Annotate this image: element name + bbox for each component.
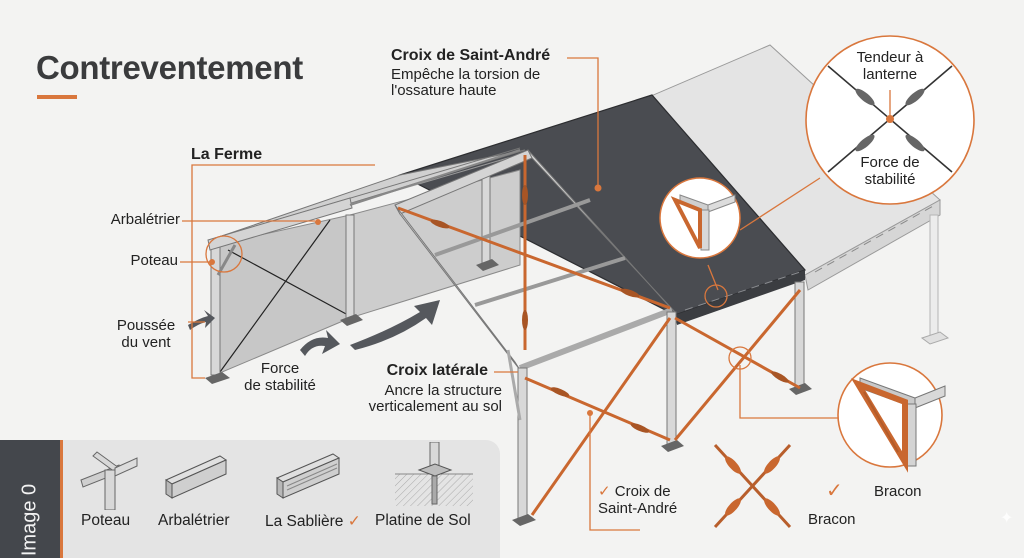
callout-text-line: Force — [260, 360, 300, 377]
callout-heading: Croix latérale — [386, 362, 488, 379]
callout-text-line: de stabilité — [244, 376, 316, 394]
callout-text-line: verticalement au sol — [368, 398, 502, 416]
bracon-detail-circle-large — [837, 362, 946, 473]
legend-panel: Poteau Arbalétrier La Sablière ✓ — [63, 440, 500, 558]
turnbuckles — [430, 185, 789, 433]
legend-item-poteau: Poteau — [79, 440, 139, 558]
title-underline — [37, 95, 77, 99]
callout-bracon-circle: Bracon — [874, 483, 922, 500]
legend-tab[interactable]: Image 0 — [0, 440, 63, 558]
callout-force-de-stabilite: Force de stabilité — [232, 360, 328, 394]
callout-tendeur-a-lanterne: Tendeur à lanterne — [840, 49, 940, 83]
callout-text-line: l'ossature haute — [391, 82, 497, 100]
callout-croix-saint-andre-top: Croix de Saint-André Empêche la torsion … — [391, 47, 550, 100]
wind-arrows — [188, 300, 440, 356]
callout-heading: Croix de Saint-André — [391, 47, 551, 64]
check-icon: ✓ — [598, 483, 611, 500]
callout-text-line: Croix de — [614, 483, 671, 500]
page-title: Contreventement — [36, 49, 303, 86]
rafter-front — [207, 197, 353, 251]
callout-croix-laterale: Croix latérale Ancre la structure vertic… — [340, 362, 502, 416]
callout-text-line: Saint-André — [598, 499, 678, 517]
callout-text-line: lanterne — [862, 65, 918, 83]
legend-tab-label: Image 0 — [18, 483, 41, 557]
callout-croix-saint-andre-bottom: ✓ Croix de Saint-André — [598, 483, 678, 517]
box-beam-icon — [164, 455, 228, 499]
bracon-detail-circle-small — [659, 177, 741, 259]
leader-lines — [180, 57, 838, 531]
callout-force-de-stabilite-circle: Force de stabilité — [840, 154, 940, 188]
c-channel-icon — [275, 453, 341, 499]
check-icon: ✓ — [826, 480, 843, 502]
legend-item-platine-de-sol: Platine de Sol — [375, 440, 495, 558]
legend-item-label: Arbalétrier — [158, 512, 230, 529]
poteau-front-right — [517, 367, 528, 519]
callout-text-line: Ancre la structure — [384, 381, 502, 399]
tendeur-detail-circle — [805, 35, 975, 205]
legend-item-label: La Sablière ✓ — [265, 512, 361, 531]
legend-item-label: Platine de Sol — [375, 512, 471, 529]
callout-text-line: stabilité — [864, 170, 916, 188]
callout-text-line: Empêche la torsion de — [391, 65, 541, 83]
legend-item-label: Poteau — [81, 512, 131, 529]
callout-la-ferme: La Ferme — [191, 146, 263, 163]
legend-item-arbaletrier: Arbalétrier — [158, 440, 248, 558]
callout-text-line: Poussée — [116, 317, 176, 334]
callout-poteau: Poteau — [130, 252, 178, 269]
sparkle-watermark-icon: ✦ — [1000, 510, 1014, 527]
callout-text-line: du vent — [121, 333, 171, 351]
callout-poussee-du-vent: Poussée du vent — [108, 317, 184, 351]
turnbuckle-x-icon — [713, 443, 792, 529]
poteau-joint-icon — [80, 451, 138, 510]
base-plate-icon — [395, 442, 473, 506]
callout-text-line: Tendeur à — [856, 49, 924, 66]
legend-item-la-sabliere: La Sablière ✓ — [265, 440, 379, 558]
callout-bracon: Bracon — [808, 511, 856, 528]
legend-item-label-text: La Sablière — [265, 513, 344, 530]
callout-arbaletrier: Arbalétrier — [110, 211, 180, 228]
check-icon: ✓ — [347, 513, 361, 530]
callout-text-line: Force de — [860, 154, 920, 171]
